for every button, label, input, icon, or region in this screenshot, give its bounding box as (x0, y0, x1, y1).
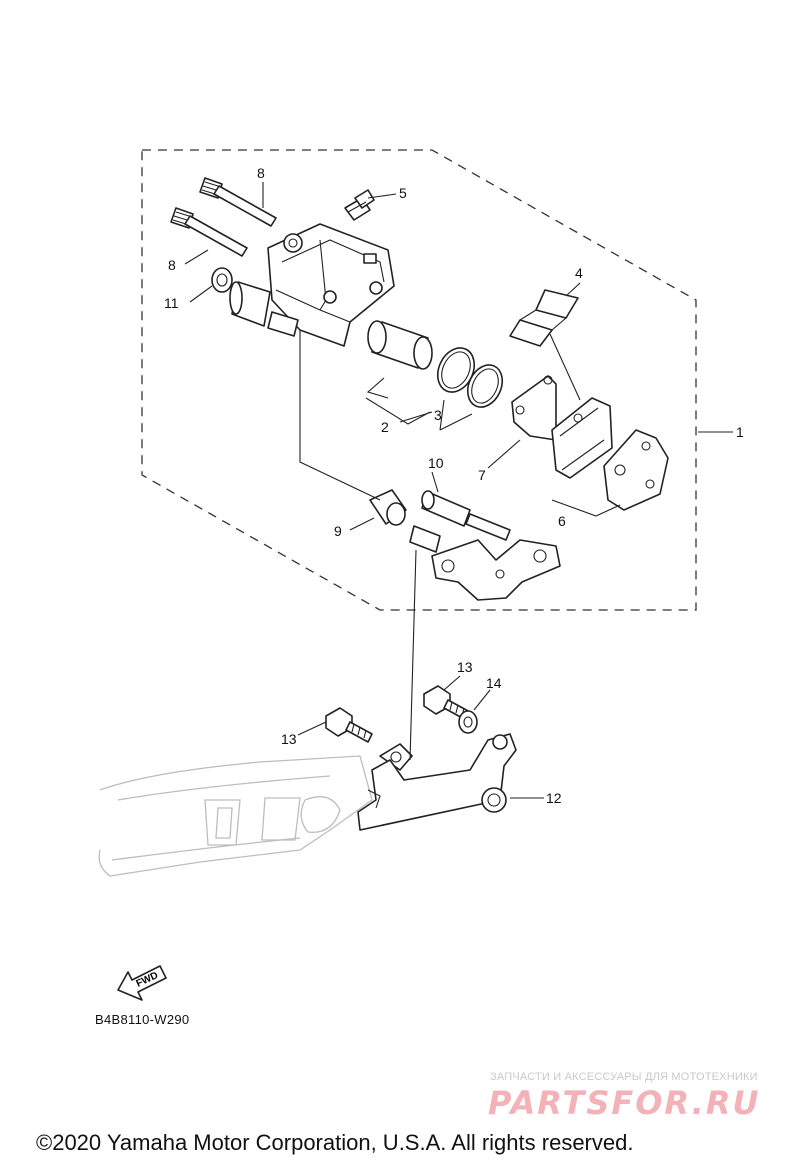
callout-11: 11 (164, 295, 179, 311)
fwd-arrow-icon: FWD (117, 965, 167, 1001)
callout-labels: 8 8 5 11 4 1 2 3 7 10 9 6 13 14 13 12 (164, 165, 744, 806)
swingarm-ghost (98, 755, 373, 877)
slide-pin (421, 490, 511, 541)
callout-4: 4 (575, 265, 583, 281)
callout-8-lower: 8 (168, 257, 176, 273)
callout-13-lower: 13 (281, 731, 297, 747)
callout-14: 14 (486, 675, 502, 691)
exploded-parts-diagram: 8 8 5 11 4 1 2 3 7 10 9 6 13 14 13 12 FW… (98, 149, 744, 1001)
caliper-bolt-upper (199, 177, 277, 227)
slide-sleeve (229, 281, 299, 337)
callout-13-upper: 13 (457, 659, 473, 675)
torque-arm (357, 733, 517, 831)
callout-1: 1 (736, 424, 744, 440)
callout-3: 3 (434, 407, 442, 423)
callout-7: 7 (478, 467, 486, 483)
caliper-body (267, 223, 395, 347)
leader-lines (184, 182, 733, 799)
diagram-code: B4B8110-W290 (95, 1012, 190, 1027)
callout-5: 5 (399, 185, 407, 201)
watermark-tagline: ЗАПЧАСТИ И АКСЕССУАРЫ ДЛЯ МОТОТЕХНИКИ (490, 1071, 758, 1083)
bracket-washer (458, 710, 478, 734)
watermark-logo: PARTSFOR.RU (488, 1084, 761, 1122)
callout-12: 12 (546, 790, 562, 806)
callout-8-upper: 8 (257, 165, 265, 181)
bracket-bolt-lower (325, 707, 373, 743)
copyright-notice: ©2020 Yamaha Motor Corporation, U.S.A. A… (36, 1130, 634, 1155)
pad-shim (511, 375, 557, 441)
callout-9: 9 (334, 523, 342, 539)
piston-seals (436, 347, 504, 408)
callout-10: 10 (428, 455, 444, 471)
caliper-bolt-lower (170, 207, 248, 257)
piston (367, 320, 433, 370)
alignment-lines (299, 330, 581, 761)
bleed-screw (344, 189, 375, 221)
callout-2: 2 (381, 419, 389, 435)
pad-spring (509, 289, 579, 347)
pin-boot (211, 267, 233, 293)
caliper-bracket (409, 525, 561, 601)
pin-boot-large (369, 489, 407, 526)
callout-6: 6 (558, 513, 566, 529)
caliper-assembly-boundary (141, 149, 697, 611)
brake-pads (551, 397, 669, 511)
